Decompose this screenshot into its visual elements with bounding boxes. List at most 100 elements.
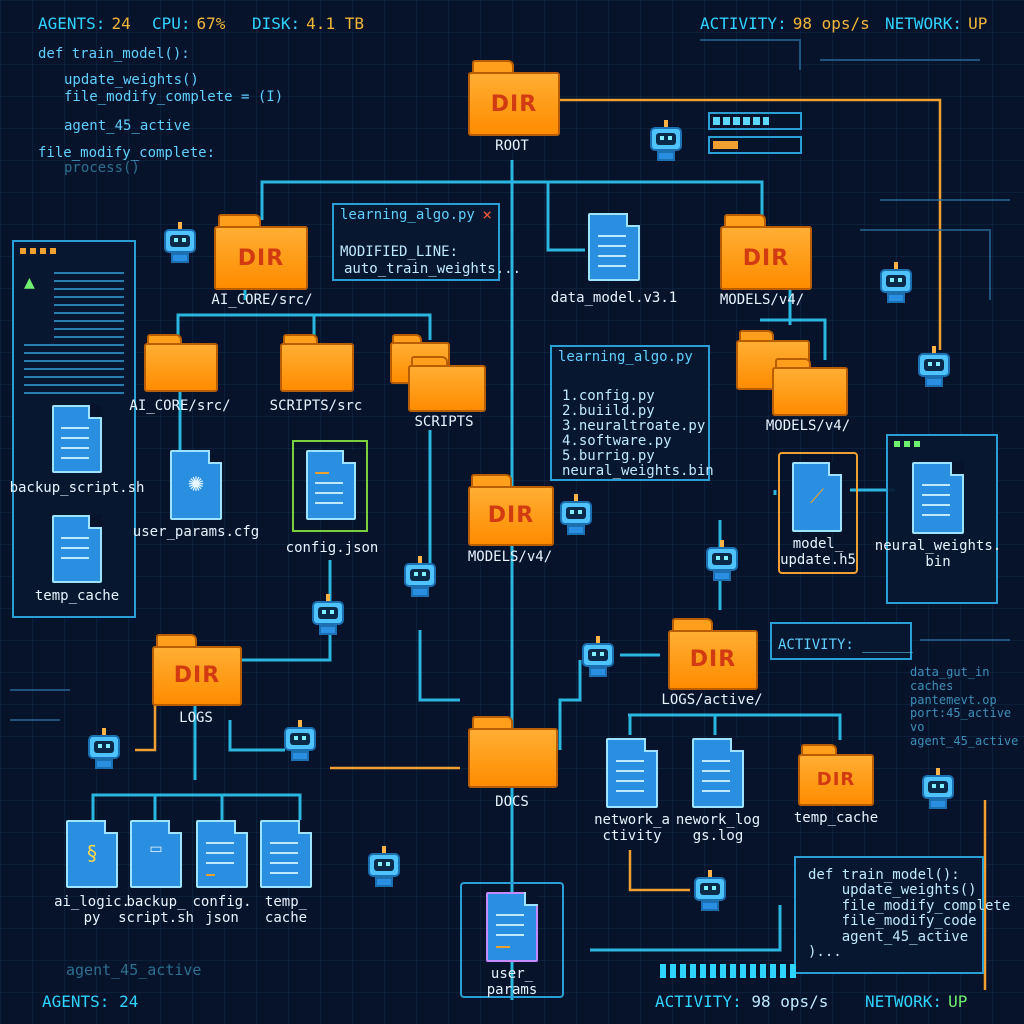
folder-ai-core-sub-label: AI_CORE/src/ [129, 398, 231, 414]
file-temp-cache2-label: temp_ cache [264, 894, 308, 927]
folder-scripts-src-label: SCRIPTS/src [269, 398, 363, 414]
file-user-params-icon[interactable] [486, 892, 538, 962]
selection-frame [778, 452, 858, 574]
file-temp-cache2-icon[interactable] [260, 820, 312, 888]
log-lines [24, 344, 124, 394]
folder-docs-icon[interactable] [468, 716, 558, 788]
code-line: def train_model(): [38, 46, 190, 62]
cpu-stat: CPU:67% [152, 14, 226, 33]
folder-root-icon[interactable]: DIR [468, 60, 560, 136]
file-ai-logic-label: ai_logic. py [54, 894, 130, 927]
robot-agent-icon[interactable] [692, 870, 728, 914]
robot-agent-icon[interactable] [282, 720, 318, 764]
robot-agent-icon[interactable] [162, 222, 198, 266]
file-config-json2-label: config. json [192, 894, 252, 927]
robot-agent-icon[interactable] [558, 494, 594, 538]
panel-item: 2.buiild.py [562, 403, 655, 419]
file-user-params-cfg-label: user_params.cfg [132, 524, 260, 540]
file-neural-weights-icon[interactable] [912, 462, 964, 534]
file-backup-script-label: backup_script.sh [9, 480, 145, 496]
panel-item: neural_weights.bin [562, 463, 714, 479]
panel-title: learning_algo.py [558, 349, 693, 365]
file-user-params-cfg-icon[interactable]: ✺ [170, 450, 222, 520]
folder-logs-active-label: LOGS/active/ [661, 692, 763, 708]
file-user-params-label: user_ params [486, 966, 538, 999]
learning-algo-list-panel[interactable]: learning_algo.py 1.config.py 2.buiild.py… [550, 345, 714, 481]
folder-scripts-src-icon[interactable] [280, 334, 354, 392]
folder-models-v4-mid-label: MODELS/v4/ [467, 549, 553, 565]
folder-logs-icon[interactable]: DIR [152, 634, 242, 706]
folder-models-v4-icon[interactable]: DIR [720, 214, 812, 290]
robot-agent-icon[interactable] [704, 540, 740, 584]
file-config-json2-icon[interactable] [196, 820, 248, 888]
robot-agent-icon[interactable] [916, 346, 952, 390]
file-network-logs-icon[interactable] [692, 738, 744, 808]
folder-logs-label: LOGS [179, 710, 213, 726]
activity-stat-bottom: ACTIVITY: 98 ops/s [655, 992, 829, 1011]
code-panel-text: def train_model(): update_weights() file… [808, 867, 1011, 960]
file-temp-cache-label: temp_cache [34, 588, 120, 604]
window-dots [894, 441, 924, 447]
robot-agent-icon[interactable] [366, 846, 402, 890]
agents-stat: AGENTS:24 [38, 14, 131, 33]
activity-meter [660, 964, 800, 978]
activity-stat: ACTIVITY:98 ops/s [700, 14, 870, 33]
file-data-model-label: data_model.v3.1 [550, 290, 678, 306]
folder-temp-cache-icon[interactable]: DIR [798, 744, 874, 806]
folder-logs-active-icon[interactable]: DIR [668, 618, 758, 690]
close-icon[interactable]: × [482, 205, 492, 224]
file-config-json-icon[interactable] [306, 450, 356, 520]
file-model-update-label: model_ update.h5 [780, 536, 856, 569]
code-line: file_modify_complete = (I) [64, 89, 284, 105]
panel-item: 4.software.py [562, 433, 672, 449]
robot-agent-icon[interactable] [580, 636, 616, 680]
network-stat: NETWORK:UP [885, 14, 988, 33]
code-line: agent_45_active [64, 118, 191, 134]
agent-active-text: agent_45_active [66, 961, 202, 979]
folder-models-v4-label: MODELS/v4/ [719, 292, 805, 308]
file-network-activity-icon[interactable] [606, 738, 658, 808]
file-network-logs-label: nework_log gs.log [675, 812, 761, 845]
network-stat-bottom: NETWORK:UP [865, 992, 968, 1011]
folder-ai-core-label: AI_CORE/src/ [211, 292, 313, 308]
right-status-text: data_gut_in caches pantemevt.op port:45_… [910, 665, 1019, 748]
progress-bar [708, 112, 802, 130]
file-backup-script-icon[interactable] [52, 405, 102, 473]
learning-algo-panel[interactable]: learning_algo.py × MODIFIED_LINE: auto_t… [332, 203, 521, 281]
log-lines [54, 272, 124, 352]
file-model-update-icon[interactable]: ⟋ [792, 462, 842, 532]
disk-stat: DISK:4.1 TB [252, 14, 364, 33]
folder-ai-core-icon[interactable]: DIR [214, 214, 308, 290]
file-network-activity-label: network_a ctivity [594, 812, 670, 845]
file-neural-weights-label: neural_weights. bin [874, 538, 1002, 571]
file-backup-script2-label: backup_ script.sh [118, 894, 194, 927]
file-ai-logic-icon[interactable]: § [66, 820, 118, 888]
panel-item: 1.config.py [562, 388, 655, 404]
panel-title: learning_algo.py [340, 207, 475, 223]
activity-panel: ACTIVITY: ______ [770, 622, 913, 660]
arrow-up-icon: ▲ [24, 272, 35, 293]
file-data-model-icon[interactable] [588, 213, 640, 281]
folder-scripts-icon[interactable] [408, 356, 486, 412]
folder-models-v4-right-label: MODELS/v4/ [765, 418, 851, 434]
file-config-json-label: config.json [285, 540, 379, 556]
folder-models-v4-right-icon[interactable] [772, 358, 848, 416]
robot-agent-icon[interactable] [648, 120, 684, 164]
window-dots [20, 248, 56, 254]
file-backup-script2-icon[interactable]: ▭ [130, 820, 182, 888]
folder-ai-core-sub-icon[interactable] [144, 334, 218, 392]
code-panel: def train_model(): update_weights() file… [794, 856, 1010, 974]
robot-agent-icon[interactable] [402, 556, 438, 600]
folder-models-v4-mid-icon[interactable]: DIR [468, 474, 554, 546]
user-params-frame [460, 882, 564, 998]
robot-agent-icon[interactable] [310, 594, 346, 638]
agents-stat-bottom: AGENTS: 24 [42, 992, 139, 1011]
robot-agent-icon[interactable] [878, 262, 914, 306]
code-line: update_weights() [64, 72, 199, 88]
file-temp-cache-icon[interactable] [52, 515, 102, 583]
activity-text: ACTIVITY: ______ [778, 637, 913, 653]
robot-agent-icon[interactable] [86, 728, 122, 772]
robot-agent-icon[interactable] [920, 768, 956, 812]
panel-item: 3.neuraltroate.py [562, 418, 706, 434]
